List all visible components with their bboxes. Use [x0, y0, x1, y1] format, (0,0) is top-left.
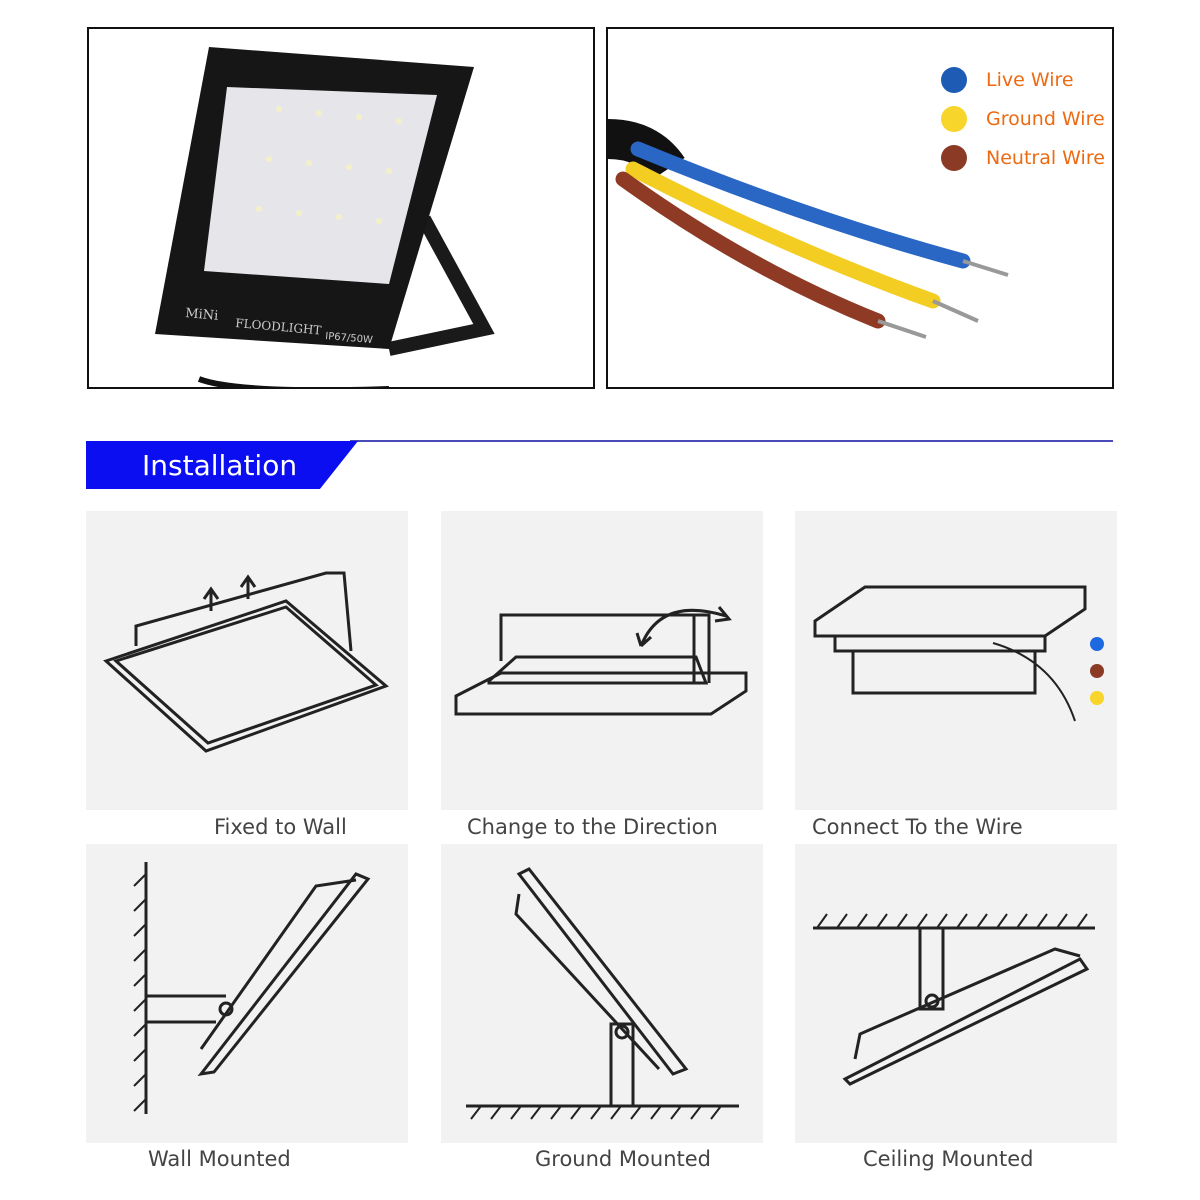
step-ceiling-mounted	[795, 844, 1117, 1143]
step-caption: Ground Mounted	[535, 1147, 711, 1171]
connect-wire-illustration	[813, 585, 1104, 722]
step-caption: Ceiling Mounted	[863, 1147, 1034, 1171]
section-title: Installation	[142, 449, 298, 482]
wire-photo: Live Wire Ground Wire Neutral Wire	[606, 27, 1114, 389]
floodlight-image: MiNi FLOODLIGHT IP67/50W	[155, 47, 495, 387]
step-ground-mounted	[441, 844, 763, 1143]
legend-label: Live Wire	[986, 69, 1074, 91]
wall-mounted-illustration	[133, 862, 371, 1114]
step-caption: Wall Mounted	[148, 1147, 291, 1171]
legend-neutral: Neutral Wire	[941, 145, 1105, 171]
legend-label: Neutral Wire	[986, 147, 1105, 169]
wire-image	[608, 119, 1009, 339]
live-dot	[941, 67, 967, 93]
step-fixed-to-wall	[86, 511, 408, 810]
step-wall-mounted	[86, 844, 408, 1143]
ground-dot	[941, 106, 967, 132]
step-caption: Fixed to Wall	[214, 815, 347, 839]
step-caption: Connect To the Wire	[812, 815, 1023, 839]
ground-mounted-illustration	[466, 867, 739, 1120]
legend-live: Live Wire	[941, 67, 1074, 93]
section-divider	[350, 440, 1113, 442]
step-caption: Change to the Direction	[467, 815, 718, 839]
floodlight-photo: MiNi FLOODLIGHT IP67/50W	[87, 27, 595, 389]
neutral-dot	[941, 145, 967, 171]
step-change-direction	[441, 511, 763, 810]
section-banner: Installation	[86, 441, 358, 489]
change-direction-illustration	[454, 606, 748, 716]
legend-ground: Ground Wire	[941, 106, 1105, 132]
ceiling-mounted-illustration	[813, 913, 1095, 1086]
brand-text: MiNi	[185, 306, 219, 324]
step-connect-wire	[795, 511, 1117, 810]
rating-text: IP67/50W	[325, 331, 374, 346]
legend-label: Ground Wire	[986, 108, 1105, 130]
fixed-to-wall-illustration	[103, 571, 389, 753]
